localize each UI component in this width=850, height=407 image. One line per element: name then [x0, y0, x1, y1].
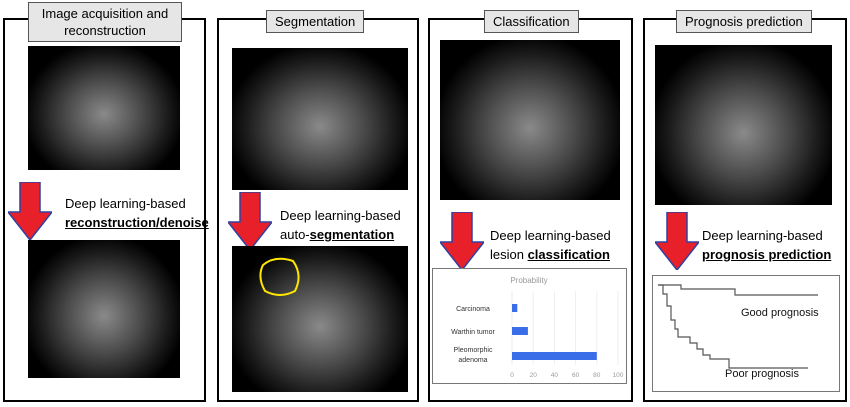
step-text-bold: prognosis prediction — [702, 247, 831, 262]
down-arrow-icon — [8, 182, 52, 240]
poor-prognosis-curve — [658, 285, 808, 368]
step-text-line1: Deep learning-based — [280, 208, 401, 223]
bar-warthin-tumor — [512, 327, 528, 335]
step-text-bold: classification — [528, 247, 610, 262]
survival-curve-box: Good prognosis Poor prognosis — [652, 275, 840, 392]
step-text-line1: Deep learning-based — [702, 228, 823, 243]
step-text-bold: segmentation — [310, 227, 395, 242]
panel-title-prognosis: Prognosis prediction — [676, 10, 812, 33]
x-tick-label: 80 — [593, 372, 601, 379]
probability-chart: Probability 0 20 40 60 80 100 CarcinomaWarthin … — [432, 268, 627, 384]
x-tick-label: 60 — [572, 372, 580, 379]
step-text-segmentation: Deep learning-based auto-segmentation — [280, 206, 401, 244]
x-tick-label: 40 — [551, 372, 559, 379]
step-text-line1: Deep learning-based — [65, 196, 186, 211]
title-line1: Image acquisition and — [42, 6, 168, 21]
step-text-plain: lesion — [490, 247, 528, 262]
good-prognosis-label: Good prognosis — [741, 307, 819, 319]
bar-carcinoma — [512, 304, 517, 312]
panel-title-segmentation: Segmentation — [266, 10, 364, 33]
mri-image-raw — [28, 46, 180, 170]
bar-pleomorphic-adenoma — [512, 352, 597, 360]
step-text-plain: auto- — [280, 227, 310, 242]
x-tick-label: 0 — [510, 372, 514, 379]
segmentation-contour — [255, 255, 305, 300]
poor-prognosis-label: Poor prognosis — [725, 368, 799, 380]
title-line2: reconstruction — [64, 23, 146, 38]
x-tick-label: 20 — [530, 372, 538, 379]
x-tick-label: 100 — [613, 372, 624, 379]
category-label: Carcinoma — [456, 306, 490, 313]
mri-image-reconstructed — [28, 240, 180, 378]
step-text-classification: Deep learning-based lesion classification — [490, 226, 611, 264]
good-prognosis-curve — [658, 285, 818, 295]
survival-curves: Good prognosis Poor prognosis — [653, 276, 839, 391]
step-text-bold: reconstruction/denoise — [65, 215, 209, 230]
step-text-reconstruction: Deep learning-based reconstruction/denois… — [65, 194, 209, 232]
step-text-prognosis: Deep learning-based prognosis prediction — [702, 226, 831, 264]
chart-title: Probability — [510, 276, 547, 285]
down-arrow-icon — [440, 212, 484, 270]
mri-image-prognosis — [655, 45, 832, 205]
down-arrow-icon — [655, 212, 699, 270]
mri-image-segmentation — [232, 48, 408, 190]
panel-title-classification: Classification — [484, 10, 579, 33]
panel-title-acquisition: Image acquisition and reconstruction — [28, 2, 182, 42]
step-text-line1: Deep learning-based — [490, 228, 611, 243]
mri-image-classification — [440, 40, 620, 200]
category-label: adenoma — [458, 357, 487, 364]
category-label: Pleomorphic — [454, 347, 493, 354]
down-arrow-icon — [228, 192, 272, 250]
category-label: Warthin tumor — [451, 329, 495, 336]
